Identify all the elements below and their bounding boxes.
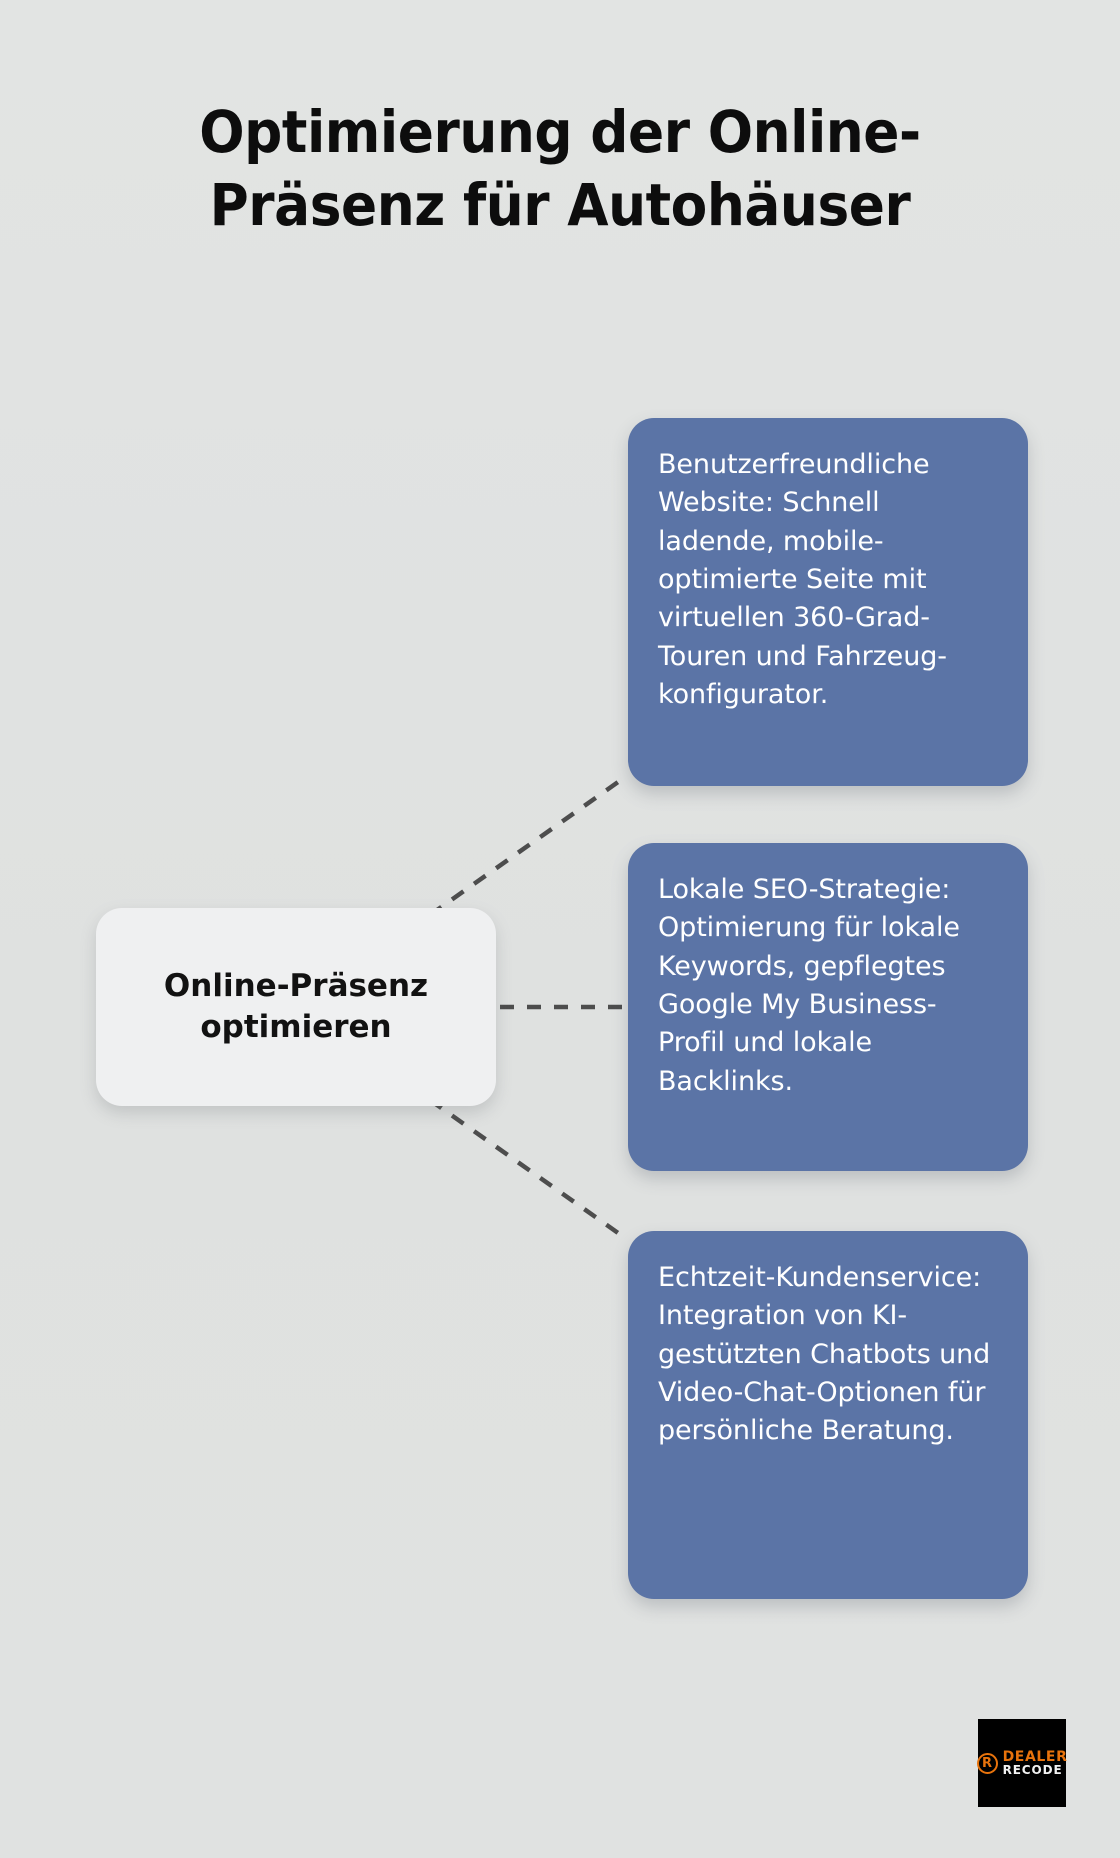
branch-card-text: Benutzerfreundliche Website: Schnell lad… <box>658 449 947 710</box>
logo-wordmark: DEALER RECODE <box>1002 1748 1068 1778</box>
circled-r-icon: R <box>976 1752 998 1774</box>
branch-card-echtzeit-kundenservice[interactable]: Echtzeit-Kundenservice: Integration von … <box>628 1231 1028 1599</box>
center-node-label: Online-Präsenz optimieren <box>163 968 429 1045</box>
center-node[interactable]: Online-Präsenz optimieren <box>96 908 496 1106</box>
branch-card-benutzerfreundliche-website[interactable]: Benutzerfreundliche Website: Schnell lad… <box>628 418 1028 786</box>
logo-inner: R DEALER RECODE <box>976 1748 1068 1778</box>
branch-card-lokale-seo-strategie[interactable]: Lokale SEO-Strategie: Optimierung für lo… <box>628 843 1028 1171</box>
page-title: Optimierung der Online-Präsenz für Autoh… <box>199 98 921 239</box>
logo-line-recode: RECODE <box>1002 1763 1063 1778</box>
logo-line-dealer: DEALER <box>1002 1748 1068 1765</box>
connector-line-branch-1 <box>428 773 630 917</box>
branch-card-text: Lokale SEO-Strategie: Optimierung für lo… <box>658 874 960 1097</box>
dealer-recode-logo[interactable]: R DEALER RECODE <box>976 1719 1068 1807</box>
connector-line-branch-3 <box>428 1098 630 1242</box>
logo-mark-letter: R <box>982 1755 993 1771</box>
branch-card-text: Echtzeit-Kundenservice: Integration von … <box>658 1262 991 1447</box>
